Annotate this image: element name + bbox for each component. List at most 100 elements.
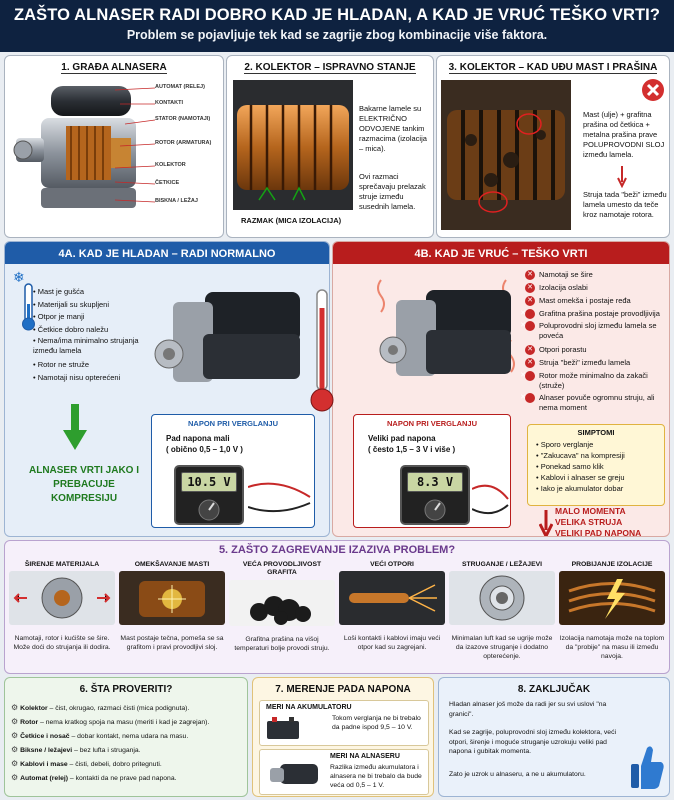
cold-item: • Nema/ima minimalno strujanja između la… — [33, 336, 139, 355]
symptoms-title: SIMPTOMI — [577, 428, 615, 437]
section-cold-title: 4A. KAD JE HLADAN – RADI NORMALNO — [5, 242, 329, 264]
cold-meter-box: NAPON PRI VERGLANJU Pad napona mali ( ob… — [151, 414, 315, 528]
hot-meter-title: NAPON PRI VERGLANJU — [386, 419, 477, 428]
cold-item: • Rotor ne struže — [33, 360, 89, 369]
symptom-item: • "Zakucava" na kompresiji — [536, 451, 625, 460]
hot-item: ✕Grafitna prašina postaje provodljivija — [520, 309, 660, 320]
checklist-item: ⚙ Četkice i nosač – dobar kontakt, nema … — [11, 731, 189, 740]
voltage-text2: Razlika između akumulatora i alnasera ne… — [330, 764, 422, 789]
commutator-ok-text2: Ovi razmaci sprečavaju prelazak struje i… — [359, 172, 426, 211]
cold-meter-value: 10.5 V — [181, 472, 237, 492]
hot-item: ✕Alnaser povuče ogromnu struju, ali nema… — [520, 393, 655, 413]
symptom-item: • Ponekad samo klik — [536, 462, 604, 471]
section-commutator-ok-title: 2. KOLEKTOR – ISPRAVNO STANJE — [244, 62, 416, 74]
cause-card: OMEKŠAVANJE MASTI Mast postaje tečna, po… — [119, 561, 225, 651]
section-checklist: 6. ŠTA PROVERITI? ⚙ Kolektor – čist, okr… — [4, 677, 248, 797]
test-leads-icon — [472, 484, 509, 515]
cold-meter-text1: Pad napona mali — [166, 434, 230, 443]
grease-icon — [119, 571, 225, 625]
label-solenoid: AUTOMAT (RELEJ) — [155, 84, 205, 90]
check-icon: ⚙ — [11, 703, 19, 712]
commutator-ok-text1: Bakarne lamele su ELEKTRIČNO ODVOJENE ta… — [359, 104, 427, 153]
voltage-sub1: MERI NA AKUMULATORU — [266, 704, 352, 711]
bearing-icon — [449, 571, 555, 625]
cold-item: • Mast je gušća — [33, 287, 84, 296]
down-arrow-icon — [617, 166, 627, 188]
section-structure: 1. GRAĐA ALNASERA AUTOMAT (RELEJ) KONTAK… — [4, 55, 224, 238]
label-contacts: KONTAKTI — [155, 100, 184, 106]
check-icon: ⚙ — [11, 759, 19, 768]
checklist: ⚙ Kolektor – čist, okrugao, razmaci čist… — [11, 701, 247, 785]
hot-item: ✕Struja "beži" između lamela — [525, 356, 667, 369]
central-thermometer-icon — [310, 289, 334, 412]
cause-card: PROBIJANJE IZOLACIJE Izolacija namotaja … — [559, 561, 665, 660]
commutator-dirty-text1: Mast (ulje) + grafitna prašina od četkic… — [583, 110, 665, 159]
cold-meter-text2: ( obično 0,5 – 1,0 V ) — [166, 445, 243, 454]
label-leader-lines — [115, 87, 155, 203]
commutator-clean-illustration — [233, 80, 353, 210]
check-icon: ⚙ — [11, 717, 19, 726]
dial-icon — [198, 499, 220, 521]
cold-thermometer-icon: ❄ — [13, 270, 35, 331]
checklist-item: ⚙ Kolektor – čist, okrugao, razmaci čist… — [11, 703, 190, 712]
commutator-dirty-illustration — [441, 80, 571, 230]
cold-multimeter: 10.5 V — [174, 465, 244, 525]
starter-small-icon — [270, 764, 318, 784]
symptom-item: • Sporo verglanje — [536, 440, 594, 449]
symptoms-box: SIMPTOMI • Sporo verglanje • "Zakucava" … — [527, 424, 665, 506]
section-hot-title: 4B. KAD JE VRUĆ – TEŠKO VRTI — [333, 242, 669, 264]
hot-item: ✕Rotor može minimalno da zakači (struže) — [520, 371, 648, 391]
check-icon: ⚙ — [11, 745, 19, 754]
checklist-item: ⚙ Automat (relej) – kontakti da ne prave… — [11, 773, 177, 782]
hot-meter-box: NAPON PRI VERGLANJU Veliki pad napona ( … — [353, 414, 511, 528]
hot-item: ✕Namotaji se šire — [525, 268, 667, 281]
hot-item: ✕Izolacija oslabi — [525, 281, 667, 294]
label-bushing: BISKNA / LEŽAJ — [155, 198, 198, 204]
page-header: ZAŠTO ALNASER RADI DOBRO KAD JE HLADAN, … — [0, 0, 674, 52]
conclusion-p2: Kad se zagrije, poluprovodni sloj između… — [449, 729, 616, 755]
checklist-item: ⚙ Kablovi i mase – čisti, debeli, dobro … — [11, 759, 162, 768]
voltage-text1: Tokom verglanja ne bi trebalo da padne i… — [332, 715, 421, 731]
cause-card: VEĆI OTPORI Loši kontakti i kablovi imaj… — [339, 561, 445, 652]
conclusion-p3: Zato je uzrok u alnaseru, a ne u akumula… — [449, 771, 586, 778]
hot-item: ✕Otpori porastu — [525, 343, 667, 356]
check-icon: ⚙ — [11, 773, 19, 782]
symptom-item: • Iako je akumulator dobar — [536, 484, 624, 493]
thumbs-up-icon — [631, 746, 664, 789]
cause-card: STRUGANJE / LEŽAJEVI Minimalan luft kad … — [449, 561, 555, 661]
checklist-item: ⚙ Biksne / ležajevi – bez lufta i struga… — [11, 745, 141, 754]
cold-starter-illustration — [154, 292, 300, 382]
svg-text:❄: ❄ — [13, 270, 25, 285]
section-conclusion: 8. ZAKLJUČAK Hladan alnaser još može da … — [438, 677, 670, 797]
hot-meter-text1: Veliki pad napona — [368, 434, 436, 443]
cold-item: • Materijali su skupljeni — [33, 299, 109, 309]
hot-meter-value: 8.3 V — [407, 472, 463, 492]
test-leads-icon — [248, 482, 311, 513]
insulation-breakdown-icon — [559, 571, 665, 625]
graphite-icon — [229, 580, 335, 626]
checklist-item: ⚙ Rotor – nema kratkog spoja na masu (me… — [11, 717, 210, 726]
section-conclusion-title: 8. ZAKLJUČAK — [517, 684, 591, 695]
commutator-gap-caption: RAZMAK (MICA IZOLACIJA) — [241, 216, 342, 225]
symptoms-list: • Sporo verglanje • "Zakucava" na kompre… — [536, 439, 664, 494]
expansion-icon — [9, 571, 115, 625]
section-heat-causes-title: 5. ZAŠTO ZAGREVANJE IZAZIVA PROBLEM? — [218, 544, 456, 556]
label-brushes: ČETKICE — [155, 180, 180, 186]
cold-item: • Namotaji nisu opterećeni — [33, 372, 121, 382]
page-subtitle: Problem se pojavljuje tek kad se zagrije… — [126, 28, 548, 42]
label-rotor: ROTOR (ARMATURA) — [155, 140, 212, 146]
hot-item: ✕Poluprovodni sloj između lamela se pove… — [520, 321, 657, 341]
section-hot: 4B. KAD JE VRUĆ – TEŠKO VRTI ✕Namotaji s… — [332, 241, 670, 537]
resistance-icon — [339, 571, 445, 625]
dial-icon — [424, 499, 446, 521]
section-checklist-title: 6. ŠTA PROVERITI? — [79, 684, 173, 695]
conclusion-p1: Hladan alnaser još može da radi jer su s… — [449, 701, 607, 718]
red-down-arrow-icon — [539, 510, 553, 536]
label-commutator: KOLEKTOR — [155, 162, 186, 168]
section-commutator-ok: 2. KOLEKTOR – ISPRAVNO STANJE Bakarne la… — [226, 55, 434, 238]
hot-multimeter: 8.3 V — [400, 465, 470, 525]
hot-item: ✕Mast omekša i postaje ređa — [525, 294, 667, 307]
commutator-dirty-text2: Struja tada "beži" između lamela umesto … — [583, 190, 667, 219]
page-title: ZAŠTO ALNASER RADI DOBRO KAD JE HLADAN, … — [13, 6, 661, 24]
hot-verdict: MALO MOMENTA VELIKA STRUJA VELIKI PAD NA… — [555, 506, 642, 537]
